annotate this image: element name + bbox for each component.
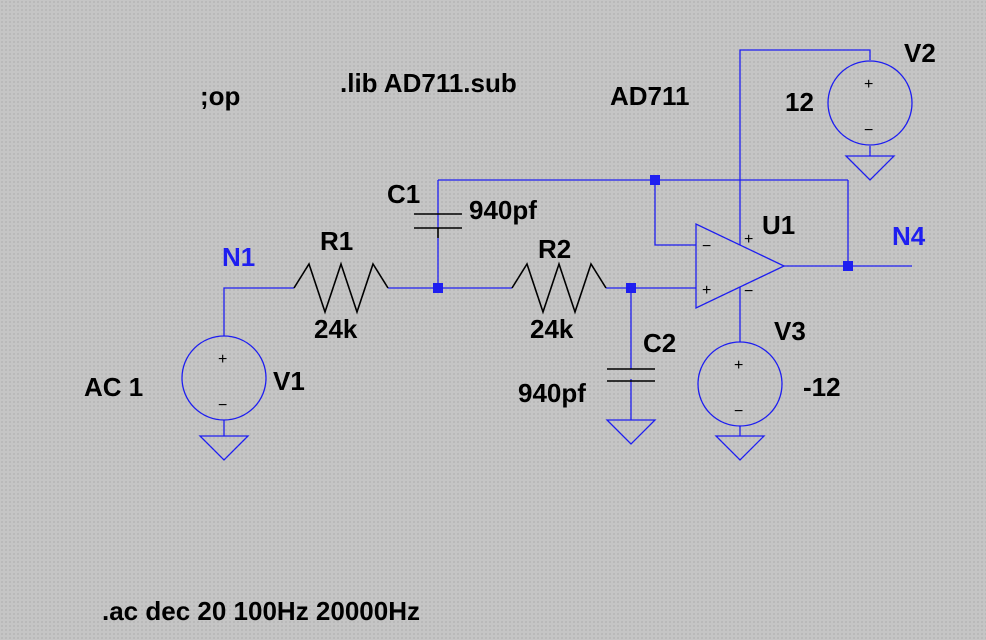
- resistor-r2[interactable]: [511, 261, 607, 315]
- c2-ref-label: C2: [643, 328, 676, 358]
- ground-v1: [198, 435, 250, 461]
- r2-value-label: 24k: [530, 314, 574, 344]
- r1-ref-label: R1: [320, 226, 353, 256]
- c2-value-label: 940pf: [518, 378, 586, 408]
- junction-c1-node: [433, 283, 443, 293]
- opamp-plus-input-mark: +: [702, 282, 711, 299]
- directive-ac[interactable]: .ac dec 20 100Hz 20000Hz: [102, 596, 420, 626]
- c1-ref-label: C1: [387, 179, 420, 209]
- v1-value-label: AC 1: [84, 372, 143, 402]
- v2-value-label: 12: [785, 87, 814, 117]
- ground-v3: [714, 435, 766, 461]
- r2-ref-label: R2: [538, 234, 571, 264]
- voltage-source-v3[interactable]: + −: [697, 341, 783, 427]
- opamp-minus-input-mark: −: [702, 238, 711, 255]
- v3-minus-mark: −: [734, 403, 743, 420]
- v1-minus-mark: −: [218, 397, 227, 414]
- junctions: [433, 175, 853, 293]
- voltage-source-v2[interactable]: + −: [827, 60, 913, 146]
- wire-n1: [223, 287, 294, 336]
- v3-ref-label: V3: [774, 316, 806, 346]
- opamp-vplus-mark: +: [744, 231, 753, 248]
- wire-vplus: [739, 49, 871, 233]
- v1-ref-label: V1: [273, 366, 305, 396]
- r1-value-label: 24k: [314, 314, 358, 344]
- ground-c2: [605, 419, 657, 445]
- directive-op[interactable]: ;op: [200, 81, 240, 111]
- v2-ref-label: V2: [904, 38, 936, 68]
- junction-feedback: [650, 175, 660, 185]
- junction-output: [843, 261, 853, 271]
- resistor-r1[interactable]: [293, 261, 389, 315]
- opamp-model-label: AD711: [610, 81, 690, 111]
- opamp-u1[interactable]: − + + −: [695, 222, 786, 310]
- opamp-vminus-mark: −: [744, 283, 753, 300]
- net-label-n1[interactable]: N1: [222, 242, 255, 272]
- v3-value-label: -12: [803, 372, 841, 402]
- wire-feedback-minus: [654, 180, 696, 246]
- v2-plus-mark: +: [864, 76, 873, 93]
- junction-c2-node: [626, 283, 636, 293]
- v1-plus-mark: +: [218, 351, 227, 368]
- wires: [223, 49, 912, 436]
- directive-lib[interactable]: .lib AD711.sub: [340, 68, 517, 98]
- capacitor-c2[interactable]: [607, 368, 655, 382]
- net-label-n4[interactable]: N4: [892, 221, 926, 251]
- v3-plus-mark: +: [734, 357, 743, 374]
- c1-value-label: 940pf: [469, 195, 537, 225]
- v2-minus-mark: −: [864, 122, 873, 139]
- ground-v2: [844, 155, 896, 181]
- opamp-ref-label: U1: [762, 210, 795, 240]
- capacitor-c1[interactable]: [414, 213, 462, 238]
- voltage-source-v1[interactable]: + −: [181, 335, 267, 421]
